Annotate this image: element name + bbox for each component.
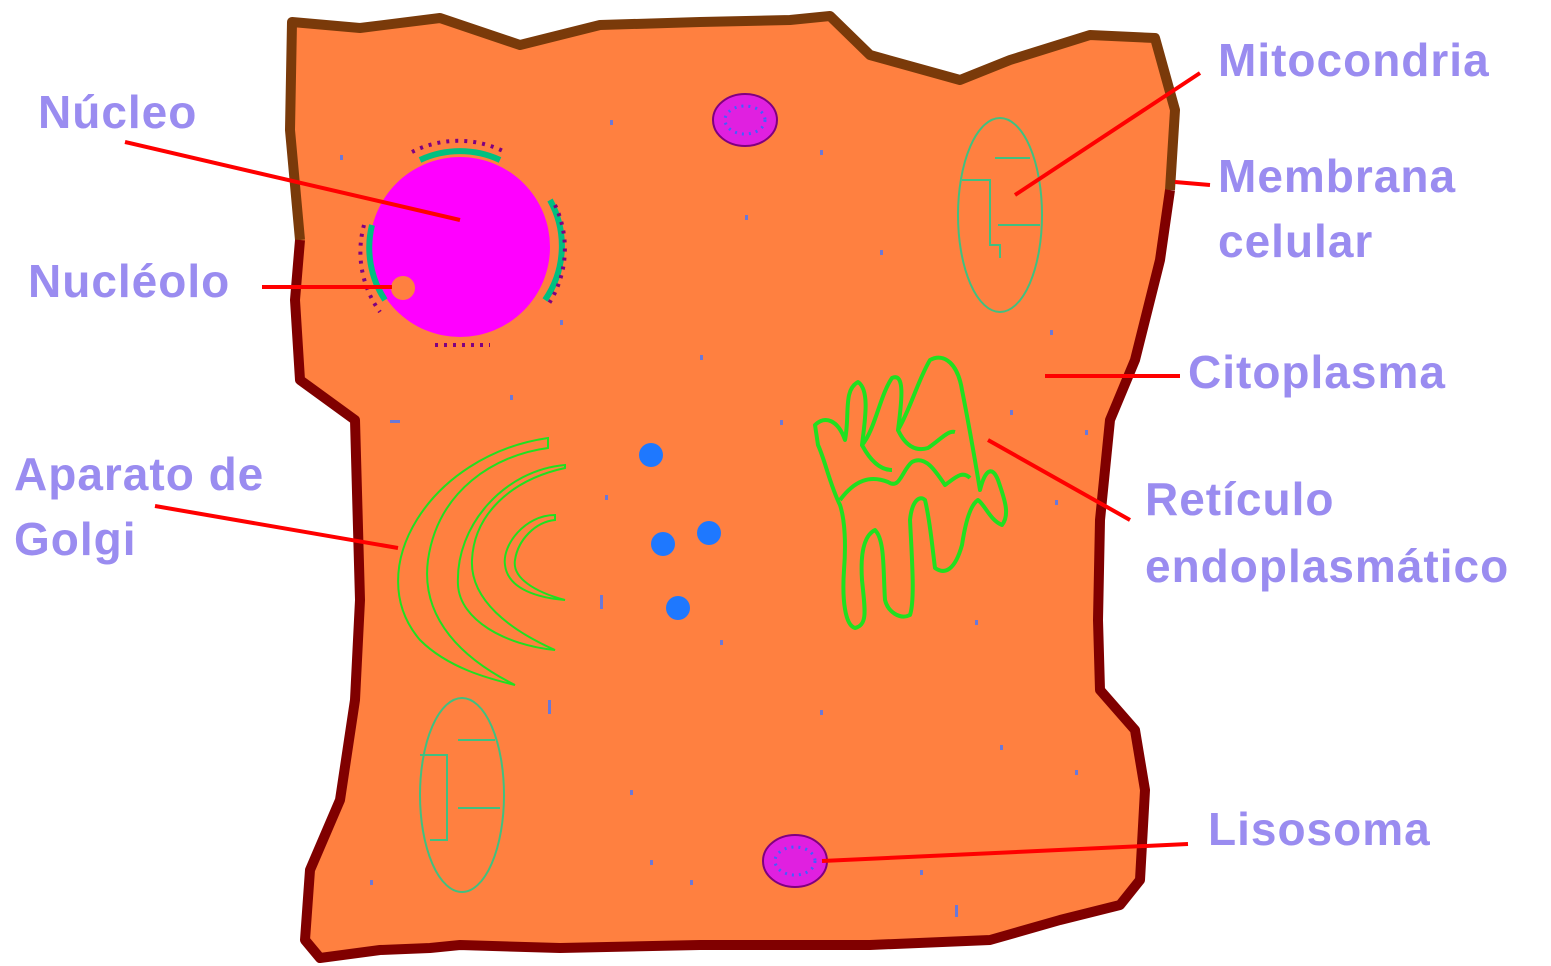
label-membrana-line1: Membrana xyxy=(1218,150,1456,202)
label-golgi-line2: Golgi xyxy=(14,513,137,565)
label-lisosoma: Lisosoma xyxy=(1208,803,1431,855)
label-mitocondria: Mitocondria xyxy=(1218,34,1490,86)
nucleolus-icon xyxy=(391,276,415,300)
label-reticulo-line1: Retículo xyxy=(1145,473,1334,525)
nucleus xyxy=(370,157,550,337)
label-reticulo-line2: endoplasmático xyxy=(1145,540,1509,592)
pointer-membrana xyxy=(1175,182,1210,185)
label-nucleo: Núcleo xyxy=(38,86,197,138)
label-membrana-line2: celular xyxy=(1218,215,1373,267)
lysosome-top xyxy=(713,94,777,146)
label-golgi-line1: Aparato de xyxy=(14,448,264,500)
lysosome-icon xyxy=(763,835,827,887)
label-citoplasma: Citoplasma xyxy=(1188,346,1446,398)
label-nucleolo: Nucléolo xyxy=(28,255,230,307)
